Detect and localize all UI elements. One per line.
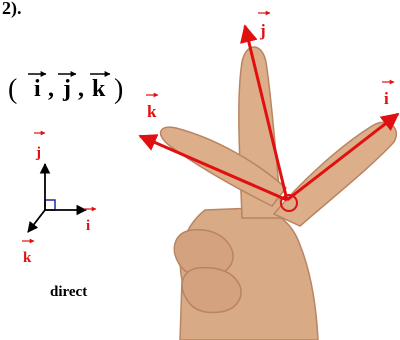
close-paren: ) (114, 74, 123, 105)
basis-k: k (92, 76, 106, 102)
basis-sep-2: , (78, 76, 84, 102)
axis-k-label: k (23, 250, 32, 266)
basis-sep-1: , (48, 76, 54, 102)
basis-j: j (62, 76, 71, 102)
axis-i-label: i (86, 218, 90, 234)
origin-box (44, 199, 56, 211)
curled-finger (181, 266, 242, 314)
hand-label-i: i (384, 89, 389, 108)
origin-circle (280, 194, 298, 212)
basis-notation: ( i , j , k ) (8, 71, 123, 105)
axis-j-label: j (35, 145, 41, 161)
hand-label-j: j (259, 21, 266, 40)
axis-k-arrow (27, 209, 46, 233)
vector-k-arrow (138, 134, 288, 202)
vector-j-arrow (240, 24, 289, 201)
hand-illustration: j i k (138, 10, 400, 340)
small-axes: j i k (22, 130, 97, 266)
caption-direct: direct (50, 284, 87, 300)
basis-i: i (34, 76, 41, 102)
open-paren: ( (8, 74, 17, 105)
top-partial-text: 2). (2, 0, 22, 19)
vector-i-arrow (286, 112, 400, 202)
hand-label-k: k (147, 102, 157, 121)
